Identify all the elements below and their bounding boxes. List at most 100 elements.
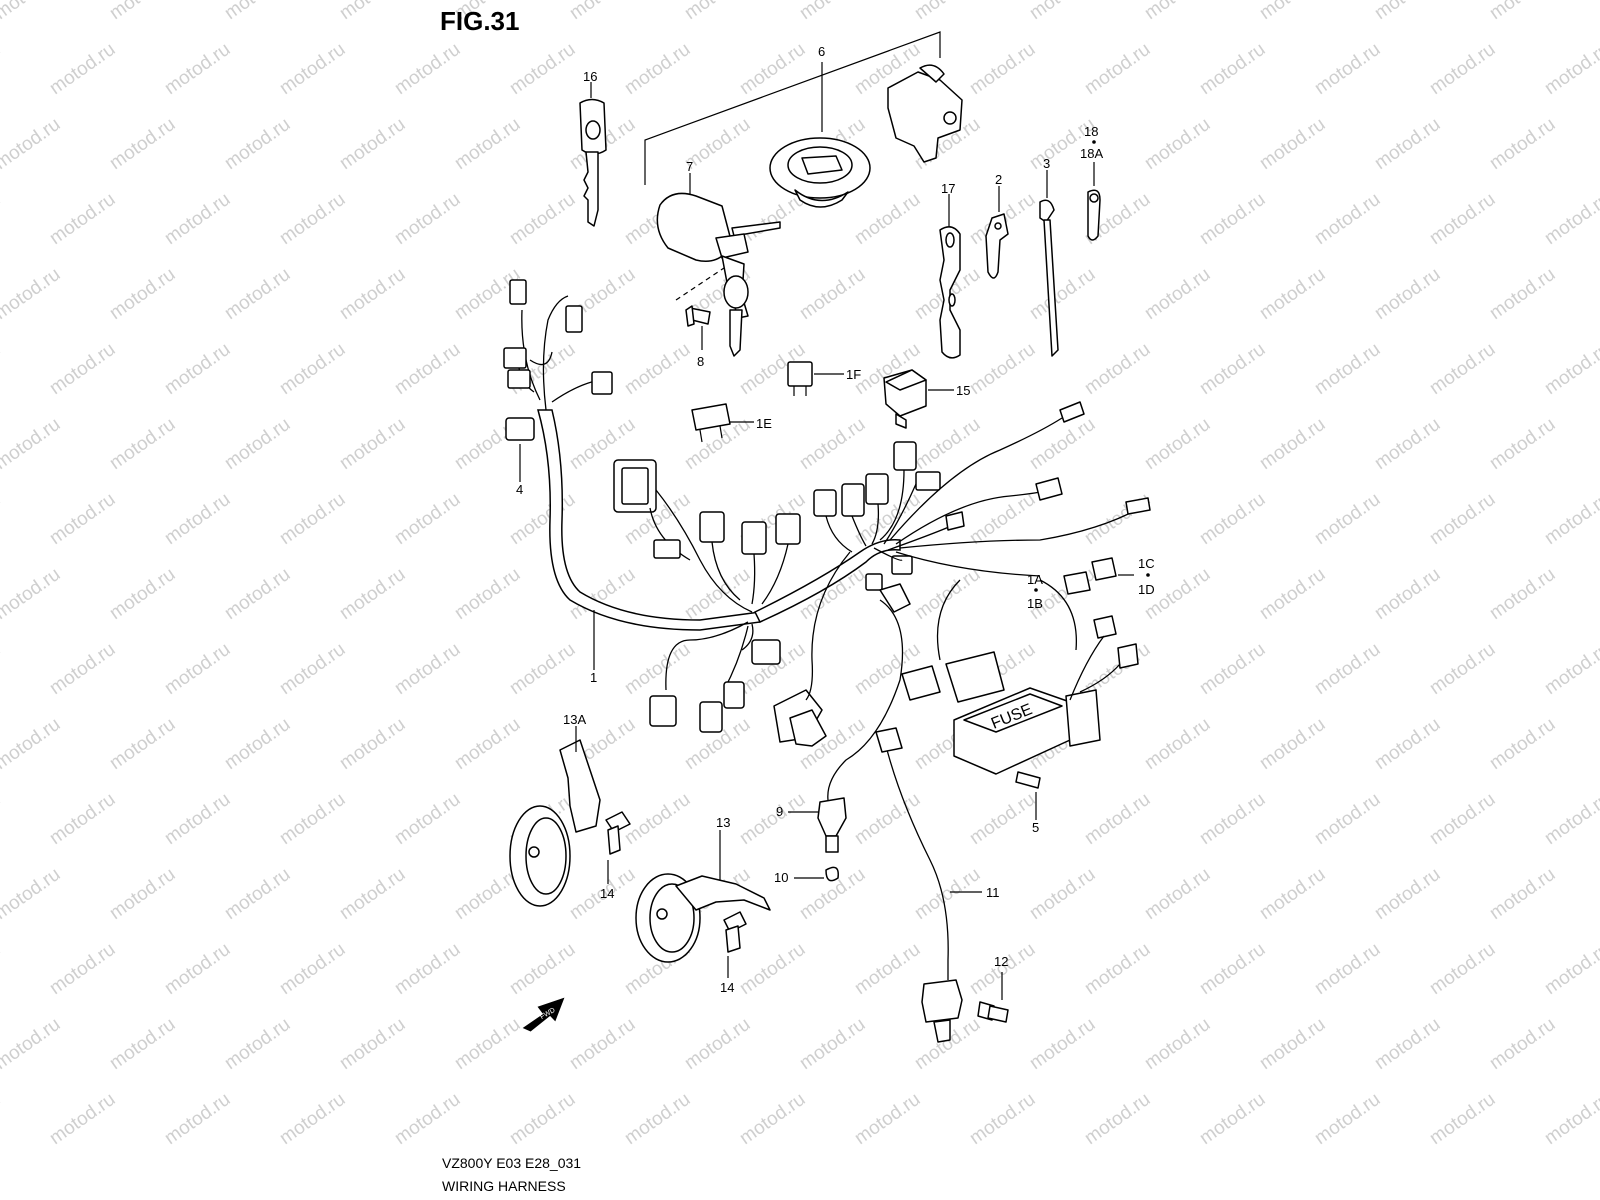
watermark-text: motod.ru xyxy=(0,864,64,924)
clip-10 xyxy=(825,866,839,882)
watermark-text: motod.ru xyxy=(1426,339,1499,399)
group-bracket xyxy=(644,31,941,185)
watermark-text: motod.ru xyxy=(851,1089,924,1149)
right-branch-harness xyxy=(887,401,1151,577)
watermark-text: motod.ru xyxy=(221,114,294,174)
watermark-text: motod.ru xyxy=(276,39,349,99)
callout-dot-1c xyxy=(1146,573,1150,577)
watermark-text: motod.ru xyxy=(336,1014,409,1074)
bolt-14-lower xyxy=(723,911,747,953)
watermark-text: motod.ru xyxy=(1541,939,1600,999)
watermark-text: motod.ru xyxy=(621,1089,694,1149)
watermark-text: motod.ru xyxy=(1196,339,1269,399)
watermark-text: motod.ru xyxy=(506,189,579,249)
watermark-text: motod.ru xyxy=(621,339,694,399)
watermark-text: motod.ru xyxy=(1311,39,1384,99)
watermark-text: motod.ru xyxy=(276,339,349,399)
ignition-key xyxy=(579,98,607,227)
watermark-text: motod.ru xyxy=(1081,339,1154,399)
watermark-text: motod.ru xyxy=(1256,414,1329,474)
watermark-text: motod.ru xyxy=(0,1014,64,1074)
watermark-text: motod.ru xyxy=(1311,489,1384,549)
clamp-2 xyxy=(985,213,1009,279)
watermark-text: motod.ru xyxy=(0,189,4,249)
watermark-text: motod.ru xyxy=(851,939,924,999)
watermark-text: motod.ru xyxy=(1311,939,1384,999)
watermark-text: motod.ru xyxy=(796,264,869,324)
callout-7: 7 xyxy=(686,159,693,174)
watermark-text: motod.ru xyxy=(1541,339,1600,399)
watermark-text: motod.ru xyxy=(1541,189,1600,249)
watermark-text: motod.ru xyxy=(796,0,869,24)
connector-9 xyxy=(879,583,911,613)
watermark-text: motod.ru xyxy=(1256,264,1329,324)
watermark-text: motod.ru xyxy=(1371,0,1444,24)
watermark-text: motod.ru xyxy=(1196,639,1269,699)
watermark-text: motod.ru xyxy=(0,39,4,99)
main-harness-branch xyxy=(753,539,901,623)
model-code: VZ800Y E03 E28_031 xyxy=(442,1155,581,1171)
watermark-text: motod.ru xyxy=(276,939,349,999)
watermark-text: motod.ru xyxy=(336,414,409,474)
watermark-text: motod.ru xyxy=(1141,414,1214,474)
callout-18a: 18A xyxy=(1080,146,1103,161)
watermark-text: motod.ru xyxy=(621,789,694,849)
callout-18: 18 xyxy=(1084,124,1098,139)
watermark-text: motod.ru xyxy=(1426,39,1499,99)
watermark-text: motod.ru xyxy=(796,414,869,474)
watermark-text: motod.ru xyxy=(221,1014,294,1074)
watermark-text: motod.ru xyxy=(0,414,64,474)
watermark-text: motod.ru xyxy=(1141,264,1214,324)
seat-lock xyxy=(887,64,963,163)
watermark-text: motod.ru xyxy=(0,114,64,174)
watermark-text: motod.ru xyxy=(1541,1089,1600,1149)
watermark-text: motod.ru xyxy=(276,189,349,249)
watermark-text: motod.ru xyxy=(1196,39,1269,99)
callout-16: 16 xyxy=(583,69,597,84)
watermark-text: motod.ru xyxy=(1081,789,1154,849)
watermark-text: motod.ru xyxy=(911,414,984,474)
watermark-text: motod.ru xyxy=(161,489,234,549)
bracket-17 xyxy=(939,226,961,359)
horn-13 xyxy=(635,873,771,963)
callout-8: 8 xyxy=(697,354,704,369)
watermark-text: motod.ru xyxy=(1311,189,1384,249)
callout-2: 2 xyxy=(995,172,1002,187)
watermark-text: motod.ru xyxy=(966,789,1039,849)
watermark-text: motod.ru xyxy=(1426,489,1499,549)
watermark-text: motod.ru xyxy=(336,114,409,174)
watermark-text: motod.ru xyxy=(221,414,294,474)
watermark-text: motod.ru xyxy=(911,864,984,924)
watermark-text: motod.ru xyxy=(106,714,179,774)
watermark-text: motod.ru xyxy=(1311,639,1384,699)
watermark-text: motod.ru xyxy=(1486,414,1559,474)
watermark-text: motod.ru xyxy=(566,0,639,24)
watermark-text: motod.ru xyxy=(391,1089,464,1149)
watermark-text: motod.ru xyxy=(391,39,464,99)
watermark-text: motod.ru xyxy=(1371,714,1444,774)
watermark-text: motod.ru xyxy=(1486,714,1559,774)
watermark-text: motod.ru xyxy=(1196,939,1269,999)
watermark-text: motod.ru xyxy=(0,714,64,774)
clamp-18 xyxy=(1087,189,1101,241)
watermark-text: motod.ru xyxy=(1371,414,1444,474)
watermark-text: motod.ru xyxy=(1256,0,1329,24)
watermark-text: motod.ru xyxy=(221,564,294,624)
watermark-text: motod.ru xyxy=(336,0,409,24)
watermark-text: motod.ru xyxy=(46,1089,119,1149)
watermark-text: motod.ru xyxy=(621,639,694,699)
ignition-switch xyxy=(656,192,781,357)
switch-11 xyxy=(921,979,963,1043)
bolt-14-upper xyxy=(605,811,631,855)
diagram-caption: WIRING HARNESS xyxy=(442,1178,566,1194)
watermark-text: motod.ru xyxy=(1486,114,1559,174)
screw-5 xyxy=(1015,771,1041,789)
watermark-text: motod.ru xyxy=(0,0,64,24)
cable-tie-3 xyxy=(1039,199,1059,357)
watermark-text: motod.ru xyxy=(46,789,119,849)
watermark-text: motod.ru xyxy=(0,939,4,999)
sender-9 xyxy=(817,797,847,853)
callout-13a: 13A xyxy=(563,712,586,727)
watermark-text: motod.ru xyxy=(391,639,464,699)
